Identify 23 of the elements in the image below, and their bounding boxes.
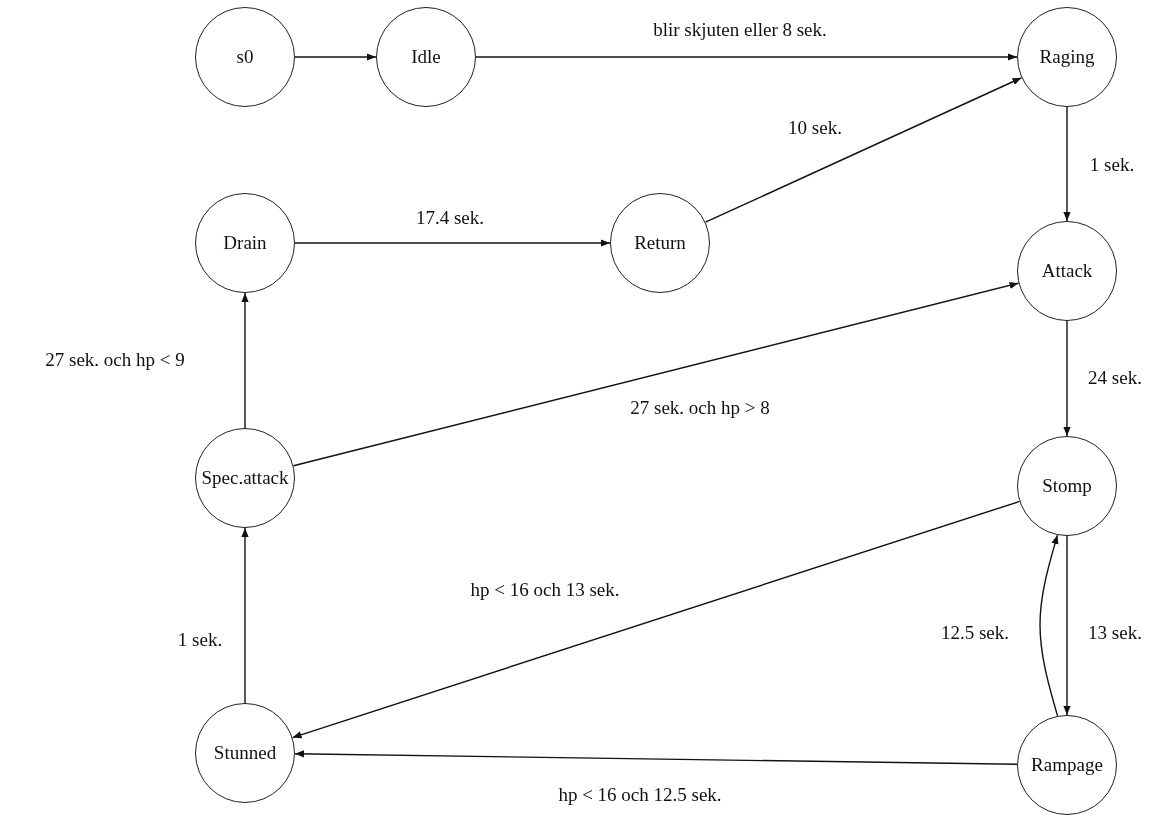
arrow bbox=[1063, 106, 1071, 222]
state-name: Idle bbox=[411, 46, 441, 68]
state-name: Stunned bbox=[213, 742, 277, 764]
arrow bbox=[241, 527, 249, 704]
state-name: Return bbox=[634, 232, 686, 254]
arrow bbox=[704, 77, 1023, 223]
state-name: Raging bbox=[1039, 46, 1095, 68]
state-name: Stomp bbox=[1042, 475, 1092, 497]
arrow bbox=[475, 53, 1018, 61]
arrow bbox=[294, 53, 377, 61]
arrow bbox=[1063, 535, 1071, 716]
arrow bbox=[291, 500, 1021, 739]
arrow bbox=[1039, 534, 1059, 717]
arrow bbox=[1063, 320, 1071, 437]
arrow bbox=[241, 292, 249, 429]
arrow bbox=[294, 239, 611, 247]
state-name: Spec.attack bbox=[201, 467, 289, 489]
state-name: Drain bbox=[223, 232, 267, 254]
arrow bbox=[294, 750, 1018, 765]
state-name: Attack bbox=[1041, 260, 1093, 282]
state-name: Rampage bbox=[1031, 754, 1103, 776]
state-name: s0 bbox=[236, 46, 254, 68]
arrow bbox=[292, 281, 1020, 467]
